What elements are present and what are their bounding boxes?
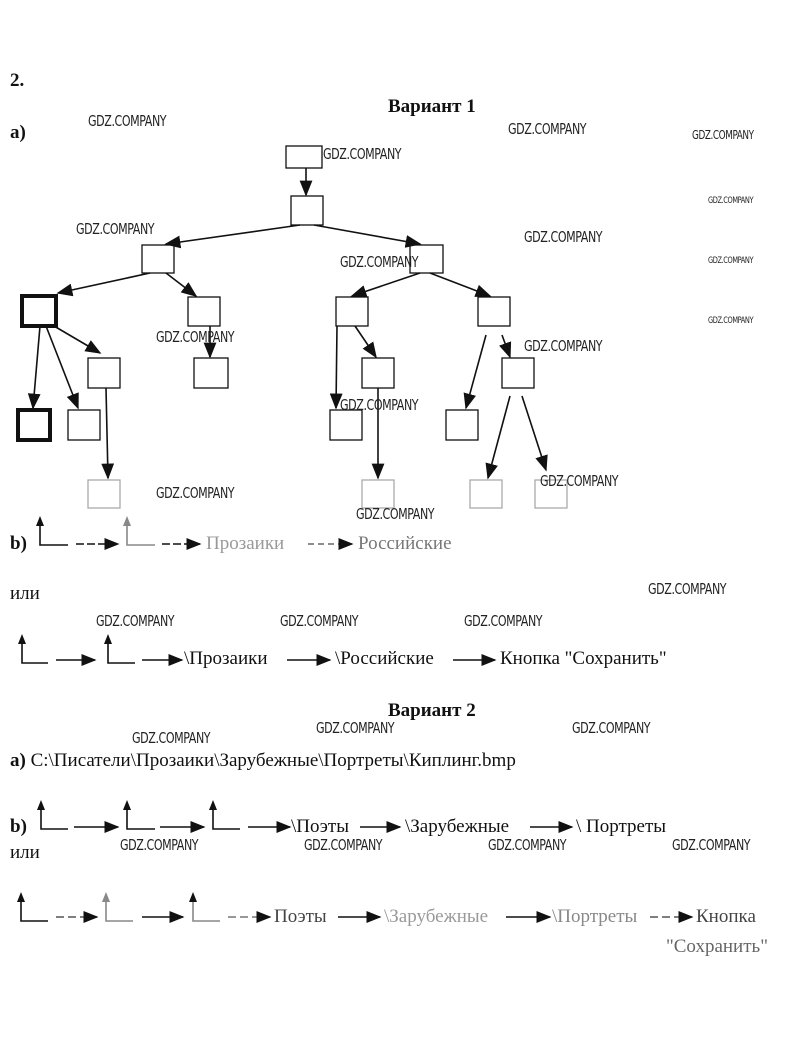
path-step: \Поэты	[291, 816, 349, 837]
watermark: GDZ.COMPANY	[356, 505, 435, 523]
tree-node	[141, 244, 175, 274]
path-step: "Сохранить"	[666, 936, 768, 957]
tree-node	[409, 244, 444, 274]
watermark: GDZ.COMPANY	[524, 228, 603, 246]
watermark: GDZ.COMPANY	[96, 612, 175, 630]
watermark: GDZ.COMPANY	[156, 328, 235, 346]
path-step: Кнопка "Сохранить"	[500, 648, 667, 669]
variant2-part-a-label: а)	[10, 750, 26, 771]
tree-node	[187, 296, 221, 327]
watermark: GDZ.COMPANY	[708, 256, 754, 266]
tree-node	[534, 479, 568, 509]
task-number: 2.	[10, 70, 25, 91]
path-step: \ Портреты	[576, 816, 667, 837]
tree-node	[361, 357, 395, 389]
tree-node	[87, 357, 121, 389]
watermark: GDZ.COMPANY	[540, 472, 619, 490]
watermark: GDZ.COMPANY	[464, 612, 543, 630]
watermark: GDZ.COMPANY	[672, 836, 751, 854]
watermark: GDZ.COMPANY	[488, 836, 567, 854]
variant1-part-a-label: а)	[10, 122, 26, 143]
path-step: \Зарубежные	[405, 816, 510, 837]
watermark: GDZ.COMPANY	[508, 120, 587, 138]
path-step: Прозаики	[206, 533, 285, 554]
variant1-part-b-label: b)	[10, 533, 27, 554]
watermark: GDZ.COMPANY	[648, 580, 727, 598]
watermark: GDZ.COMPANY	[340, 396, 419, 414]
tree-node	[445, 409, 479, 441]
tree-node-highlighted	[20, 294, 58, 328]
tree-node	[87, 479, 121, 509]
watermark: GDZ.COMPANY	[708, 196, 754, 206]
watermark: GDZ.COMPANY	[120, 836, 199, 854]
tree-node	[329, 409, 363, 441]
path-step: \Зарубежные	[384, 906, 489, 927]
path-step: \Российские	[335, 648, 434, 669]
tree-edges	[27, 168, 548, 480]
tree-node	[361, 479, 395, 509]
path-step: Поэты	[274, 906, 327, 927]
path-step: \Портреты	[552, 906, 638, 927]
watermark: GDZ.COMPANY	[156, 484, 235, 502]
tree-node-root	[285, 145, 323, 169]
watermark: GDZ.COMPANY	[132, 729, 211, 747]
tree-node-highlighted	[16, 408, 52, 442]
variant1-title: Вариант 1	[388, 96, 476, 117]
path-arrows	[56, 538, 694, 923]
watermark: GDZ.COMPANY	[572, 719, 651, 737]
tree-node	[469, 479, 503, 509]
watermark: GDZ.COMPANY	[280, 612, 359, 630]
up-folder-icons	[20, 522, 240, 922]
watermark: GDZ.COMPANY	[708, 316, 754, 326]
or-label: или	[10, 583, 40, 604]
watermark: GDZ.COMPANY	[316, 719, 395, 737]
tree-node	[335, 296, 369, 327]
tree-node	[290, 195, 324, 226]
path-step: Российские	[358, 533, 452, 554]
tree-node	[477, 296, 511, 327]
variant2-title: Вариант 2	[388, 700, 476, 721]
variant2-part-b-label: b)	[10, 816, 27, 837]
or-label: или	[10, 842, 40, 863]
tree-node	[67, 409, 101, 441]
watermark: GDZ.COMPANY	[524, 337, 603, 355]
path-step: \Прозаики	[184, 648, 268, 669]
tree-node	[501, 357, 535, 389]
watermark: GDZ.COMPANY	[88, 112, 167, 130]
path-step: Кнопка	[696, 906, 756, 927]
watermark: GDZ.COMPANY	[304, 836, 383, 854]
watermark: GDZ.COMPANY	[323, 145, 402, 163]
watermark: GDZ.COMPANY	[76, 220, 155, 238]
watermark: GDZ.COMPANY	[340, 253, 419, 271]
file-path: C:\Писатели\Прозаики\Зарубежные\Портреты…	[30, 750, 516, 771]
tree-node	[193, 357, 229, 389]
watermark: GDZ.COMPANY	[692, 128, 754, 142]
